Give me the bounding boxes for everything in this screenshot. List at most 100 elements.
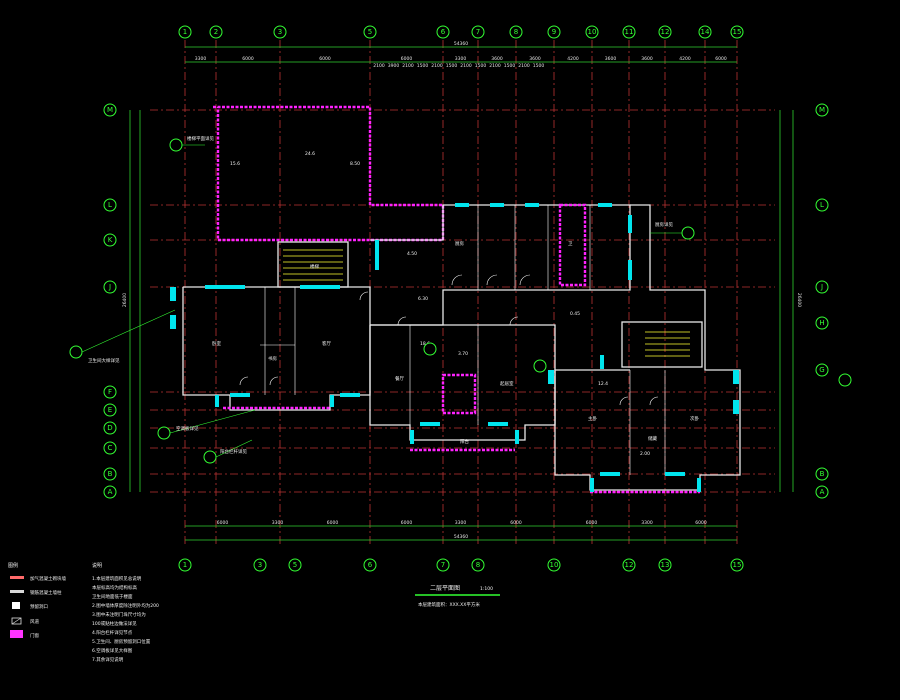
top-subdim-3: 1500 xyxy=(417,63,429,69)
top-axis-6-label: 6 xyxy=(441,28,446,36)
room-label-lounge: 起居室 xyxy=(500,380,514,387)
note-line-4: 2.图中墙体厚度除注明外均为200 xyxy=(92,602,159,609)
top-dim-11: 6000 xyxy=(715,56,727,62)
area-label-3: 8.50 xyxy=(350,161,360,167)
top-axis-12-bubble xyxy=(658,25,672,39)
general-notes: 说明 1.本层建筑面积见总说明 本层标高均为结构标高 卫生间地面低于楼面 2.图… xyxy=(92,562,159,663)
legend-swatch-concrete xyxy=(10,590,24,593)
bottom-dim-2: 6000 xyxy=(327,520,339,526)
right-axis-L-bubble xyxy=(815,198,829,212)
top-axis-2-label: 2 xyxy=(214,28,218,36)
top-dim-1: 6000 xyxy=(242,56,254,62)
top-dim-4: 3300 xyxy=(455,56,467,62)
top-subdim-8: 2100 xyxy=(489,63,501,69)
right-axis-J-bubble xyxy=(815,280,829,294)
top-dim-9: 3600 xyxy=(641,56,653,62)
left-axis-E-bubble xyxy=(103,403,117,417)
left-axis-D-bubble xyxy=(103,421,117,435)
bottom-dim-5: 6000 xyxy=(510,520,522,526)
right-axis-A-bubble xyxy=(815,485,829,499)
legend-item-5: 门窗 xyxy=(30,632,39,639)
legend-swatch-opening xyxy=(12,602,20,609)
bottom-axis-6-bubble xyxy=(363,558,377,572)
callout-kitchen: 厨房详见 xyxy=(655,221,673,228)
top-subdim-4: 2100 xyxy=(431,63,443,69)
bottom-axis-10-bubble xyxy=(547,558,561,572)
bottom-axis-8-bubble xyxy=(471,558,485,572)
bottom-dim-7: 3300 xyxy=(641,520,653,526)
central-south-walls xyxy=(369,324,556,441)
top-subdim-1: 3900 xyxy=(388,63,400,69)
top-axis-5-label: 5 xyxy=(368,28,372,36)
legend-item-4: 风道 xyxy=(30,618,39,625)
room-label-second: 次卧 xyxy=(690,415,699,422)
drawing-scale: 1:100 xyxy=(480,586,493,592)
room-label-living: 客厅 xyxy=(322,340,331,347)
bottom-axis-15-label: 15 xyxy=(733,561,742,569)
left-axis-B-bubble xyxy=(103,467,117,481)
left-axis-L-label: L xyxy=(108,201,112,209)
room-label-master: 主卧 xyxy=(588,415,597,422)
area-label-5: 6.30 xyxy=(418,296,428,302)
top-axis-15-bubble xyxy=(730,25,744,39)
right-axis-M-label: M xyxy=(819,106,825,114)
left-axis-M-label: M xyxy=(107,106,113,114)
right-axis-B-bubble xyxy=(815,467,829,481)
wall-outline xyxy=(182,105,741,494)
left-axis-J-label: J xyxy=(108,283,111,291)
bottom-axis-7-bubble xyxy=(436,558,450,572)
bottom-dim-0: 6000 xyxy=(217,520,229,526)
room-label-storage: 储藏 xyxy=(648,435,657,442)
room-label-bath: 卫 xyxy=(568,241,573,247)
top-dim-10: 4200 xyxy=(679,56,691,62)
bottom-dim-6: 6000 xyxy=(586,520,598,526)
bathroom-hatch-north xyxy=(558,203,587,287)
bottom-axis-3-label: 3 xyxy=(258,561,262,569)
bottom-dim-1: 3300 xyxy=(272,520,284,526)
area-label-4: 4.50 xyxy=(407,251,417,257)
note-line-2: 本层标高均为结构标高 xyxy=(92,584,137,591)
top-axis-15-label: 15 xyxy=(733,28,742,36)
windows xyxy=(170,203,739,492)
legend-item-2: 钢筋混凝土墙柱 xyxy=(30,589,62,596)
bottom-axis-3-bubble xyxy=(253,558,267,572)
top-axis-3-bubble xyxy=(273,25,287,39)
top-axis-10-bubble xyxy=(585,25,599,39)
bottom-dim-4: 3300 xyxy=(455,520,467,526)
west-wing-walls xyxy=(182,286,371,411)
legend-heading: 图例 xyxy=(8,562,18,569)
top-subdim-11: 1500 xyxy=(533,63,545,69)
top-subdim-9: 1500 xyxy=(504,63,516,69)
bottom-dim-3: 6000 xyxy=(401,520,413,526)
note-line-1: 1.本层建筑面积见总说明 xyxy=(92,575,142,582)
top-axis-5-bubble xyxy=(363,25,377,39)
right-axis-G-label: G xyxy=(819,366,824,374)
detail-callouts: 楼梯平面详见 卫生间大样详见 空调板详见 阳台栏杆详见 厨房详见 xyxy=(69,135,852,464)
left-axis-E-label: E xyxy=(108,406,112,414)
left-axis-D-label: D xyxy=(107,424,112,432)
hatched-wall-north-block xyxy=(213,105,445,242)
east-stair-treads xyxy=(645,331,690,357)
left-axis-C-label: C xyxy=(108,444,113,452)
callout-bath: 卫生间大样详见 xyxy=(88,357,120,364)
top-subdim-2: 2100 xyxy=(402,63,414,69)
top-dim-6: 3600 xyxy=(529,56,541,62)
top-total-dim: 54360 xyxy=(454,41,468,47)
left-axis-F-bubble xyxy=(103,385,117,399)
bottom-axis-12-bubble xyxy=(622,558,636,572)
drawing-title-block: 二层平面图 1:100 本层建筑面积：XXX.XX平方米 xyxy=(415,585,500,608)
note-line-9: 6.空调板详见大样图 xyxy=(92,647,133,654)
top-axis-1-bubble xyxy=(178,25,192,39)
bottom-axis-7-label: 7 xyxy=(441,561,445,569)
right-axis-B-label: B xyxy=(820,470,825,478)
left-axis-L-bubble xyxy=(103,198,117,212)
bottom-total-dim: 54360 xyxy=(454,534,468,540)
note-line-5: 3.图中未注明门垛尺寸均为 xyxy=(92,611,146,618)
west-stair-treads xyxy=(283,249,343,281)
left-axis-K-bubble xyxy=(103,233,117,247)
central-north-walls xyxy=(370,204,631,326)
area-label-10: 0.45 xyxy=(570,311,580,317)
bottom-axis-12-label: 12 xyxy=(625,561,634,569)
